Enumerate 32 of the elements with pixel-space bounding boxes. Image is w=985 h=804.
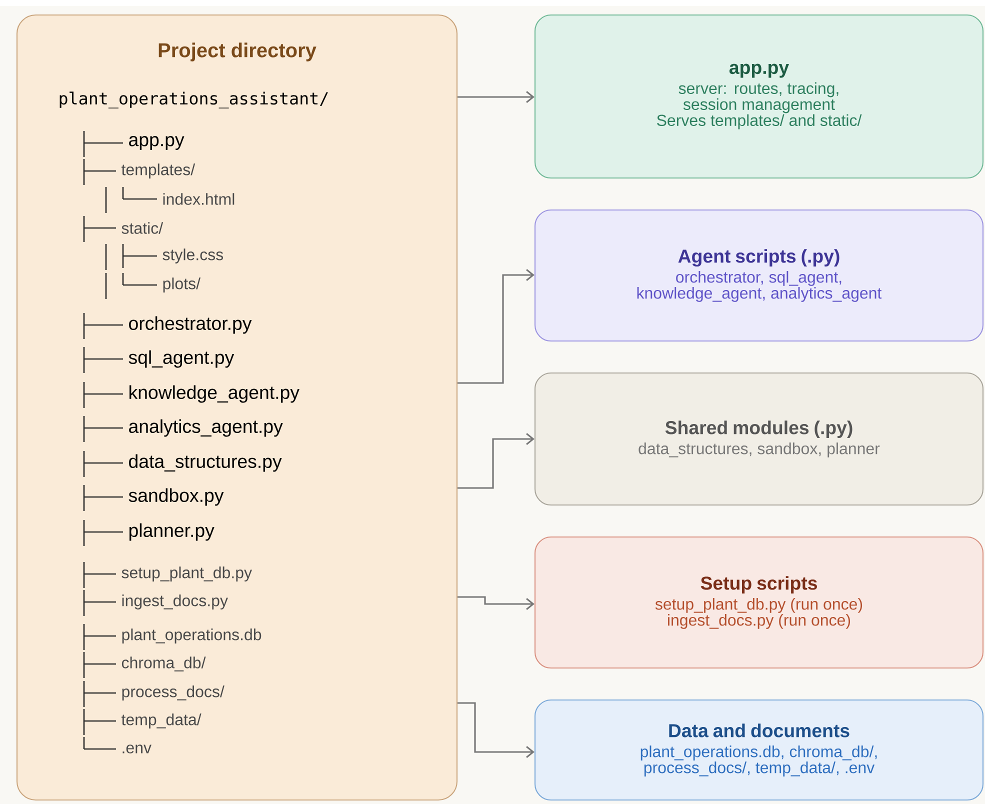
arrow	[458, 596, 534, 610]
panel-title: Project directory	[158, 42, 316, 62]
file-name: planner.py	[129, 523, 214, 541]
file-name: orchestrator.py	[129, 316, 252, 334]
file-name: app.py	[129, 136, 184, 150]
category-box: Shared modules (.py) data_structures, sandbox, planner	[534, 372, 984, 506]
arrow	[458, 269, 534, 384]
file-name: knowledge_agent.py	[130, 385, 300, 403]
category-box: Data and documents plant_operations.db, chroma_db/, process_docs/, temp_data/, .env	[534, 699, 984, 801]
file-name: static/	[122, 222, 164, 234]
file-name: chroma_db/	[122, 656, 206, 672]
category-box: app.py server: routes, tracing, session management Serves templates/ and static/	[534, 14, 984, 179]
file-name: sandbox.py	[128, 488, 224, 506]
root-folder-name: plant_operations_assistant/	[60, 92, 328, 108]
file-name: plots/	[163, 278, 201, 292]
file-name: templates/	[122, 164, 196, 178]
category-box: Agent scripts (.py) orchestrator, sql_agent, knowledge_agent, analytics_agent	[534, 209, 984, 342]
category-box: Setup scripts setup_plant_db.py (run once) ingest_docs.py (run once)	[534, 536, 984, 669]
file-name: data_structures.py	[129, 454, 282, 472]
file-name: temp_data/	[122, 714, 202, 728]
file-name: ingest_docs.py	[122, 594, 228, 610]
file-name: analytics_agent.py	[129, 419, 283, 437]
arrow	[458, 433, 534, 489]
file-name: style.css	[162, 248, 224, 264]
file-name: setup_plant_db.py	[122, 566, 252, 582]
file-name: index.html	[163, 193, 234, 205]
file-name: plant_operations.db	[122, 628, 262, 644]
arrow	[458, 91, 534, 103]
file-name: .env	[122, 744, 152, 754]
file-name: process_docs/	[122, 686, 224, 700]
arrow	[458, 702, 534, 758]
file-name: sql_agent.py	[128, 350, 234, 368]
